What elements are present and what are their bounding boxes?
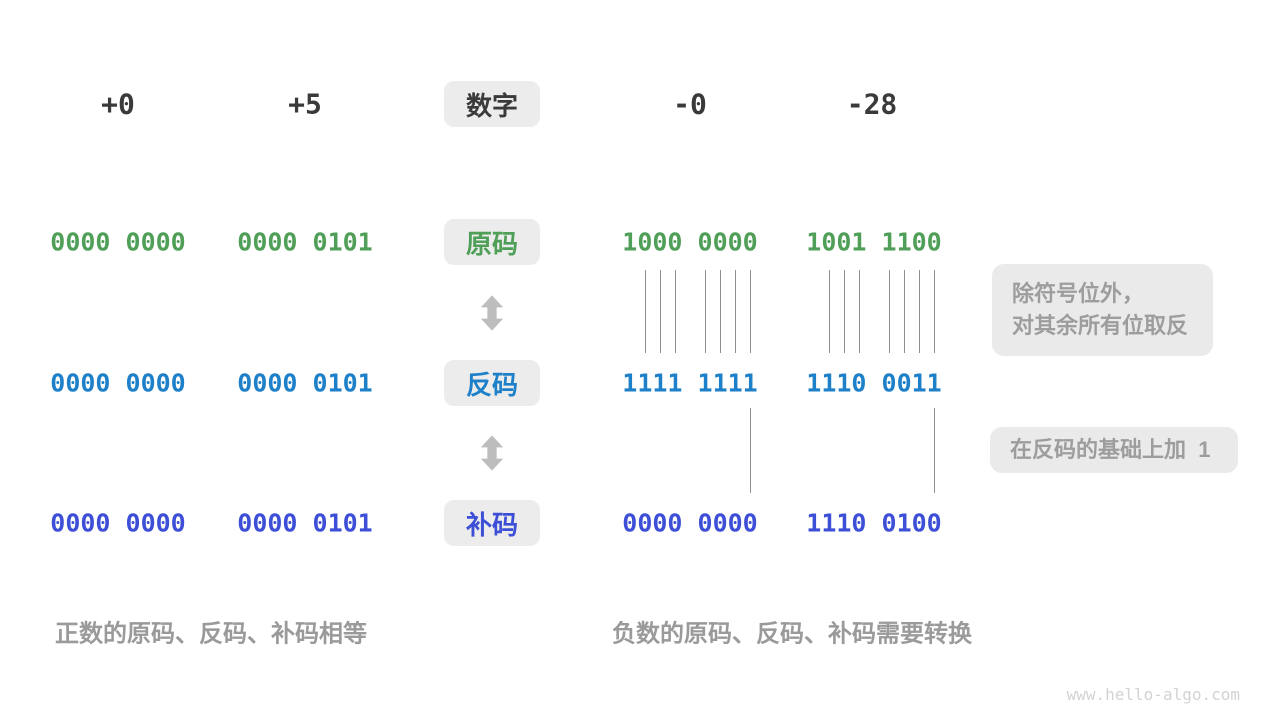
caption-negative: 负数的原码、反码、补码需要转换 [612,620,972,648]
bit-connector-line [644,270,646,353]
header-value-plus0: +0 [101,87,135,121]
caption-positive: 正数的原码、反码、补码相等 [55,620,367,648]
sign-magnitude-label: 原码 [465,228,518,259]
ones-complement-minus28: 1110 0011 [806,368,942,398]
bit-connector-line [904,270,906,353]
add-one-note: 在反码的基础上加 1 [990,427,1238,473]
twos-complement-chip: 补码 [444,500,540,546]
sign-magnitude-plus5: 0000 0101 [237,227,373,257]
sign-magnitude-minus28: 1001 1100 [806,227,942,257]
ones-complement-plus0: 0000 0000 [50,368,186,398]
add-one-note-text: 在反码的基础上加 1 [1010,437,1211,463]
digit-label: 数字 [465,90,518,121]
ones-complement-label: 反码 [465,369,518,400]
bit-connector-line [674,270,676,353]
digit-label-chip: 数字 [444,81,540,127]
twos-complement-plus0: 0000 0000 [50,508,186,538]
header-value-minus28: -28 [846,87,898,121]
watermark: www.hello-algo.com [1066,685,1240,704]
header-value-minus0: -0 [673,87,707,121]
updown-arrow-icon [480,435,504,471]
updown-arrow-icon [480,295,504,331]
bit-connector-line [889,270,891,353]
flip-bits-note-line2: 对其余所有位取反 [1012,313,1189,338]
flip-bits-note: 除符号位外， 对其余所有位取反 [992,264,1213,356]
sign-magnitude-plus0: 0000 0000 [50,227,186,257]
bit-connector-line [705,270,707,353]
bit-connector-line [919,270,921,353]
sign-magnitude-minus0: 1000 0000 [622,227,758,257]
bit-connector-line [934,270,936,353]
bit-connector-line [858,270,860,353]
bit-connector-line [735,270,737,353]
bit-connector-line [750,408,752,493]
twos-complement-plus5: 0000 0101 [237,508,373,538]
ones-complement-minus0: 1111 1111 [622,368,758,398]
sign-magnitude-chip: 原码 [444,219,540,265]
ones-complement-chip: 反码 [444,360,540,406]
twos-complement-minus0: 0000 0000 [622,508,758,538]
header-value-plus5: +5 [288,87,322,121]
bit-connector-line [720,270,722,353]
flip-bits-note-line1: 除符号位外， [1012,281,1145,307]
bit-connector-line [750,270,752,353]
bit-connector-line [843,270,845,353]
bit-connector-line [659,270,661,353]
bit-connector-line [934,408,936,493]
ones-complement-plus5: 0000 0101 [237,368,373,398]
twos-complement-minus28: 1110 0100 [806,508,942,538]
bit-connector-line [828,270,830,353]
twos-complement-label: 补码 [465,509,518,540]
